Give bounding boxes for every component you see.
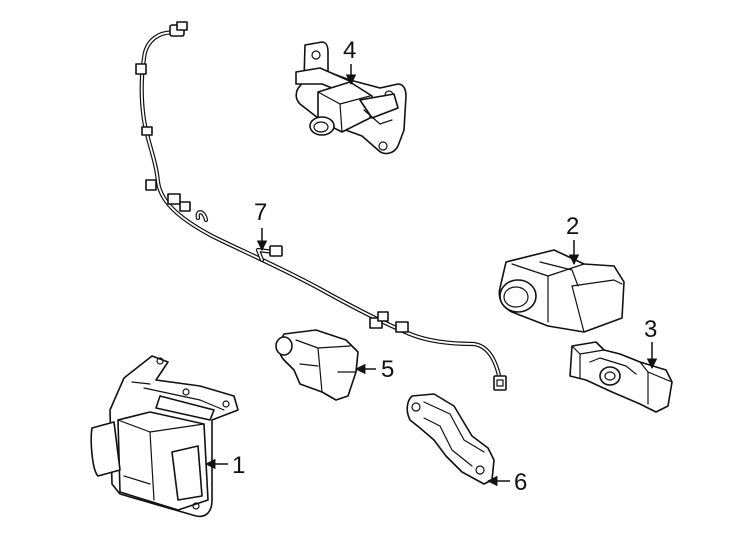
sensor-bracket-part-3 [569, 341, 673, 413]
camera-bracket-part-4 [295, 41, 407, 155]
callout-5: 5 [381, 356, 394, 383]
callout-2: 2 [566, 213, 579, 240]
mounting-plate-part-6 [406, 393, 495, 485]
parking-sensor-part-2 [498, 249, 625, 333]
callout-6: 6 [514, 469, 527, 496]
callout-7: 7 [254, 199, 267, 226]
callout-1: 1 [232, 452, 245, 479]
control-module-part-1 [90, 355, 239, 518]
callout-4: 4 [343, 37, 356, 64]
bracket-part-5 [275, 329, 359, 401]
callout-3: 3 [644, 316, 657, 343]
